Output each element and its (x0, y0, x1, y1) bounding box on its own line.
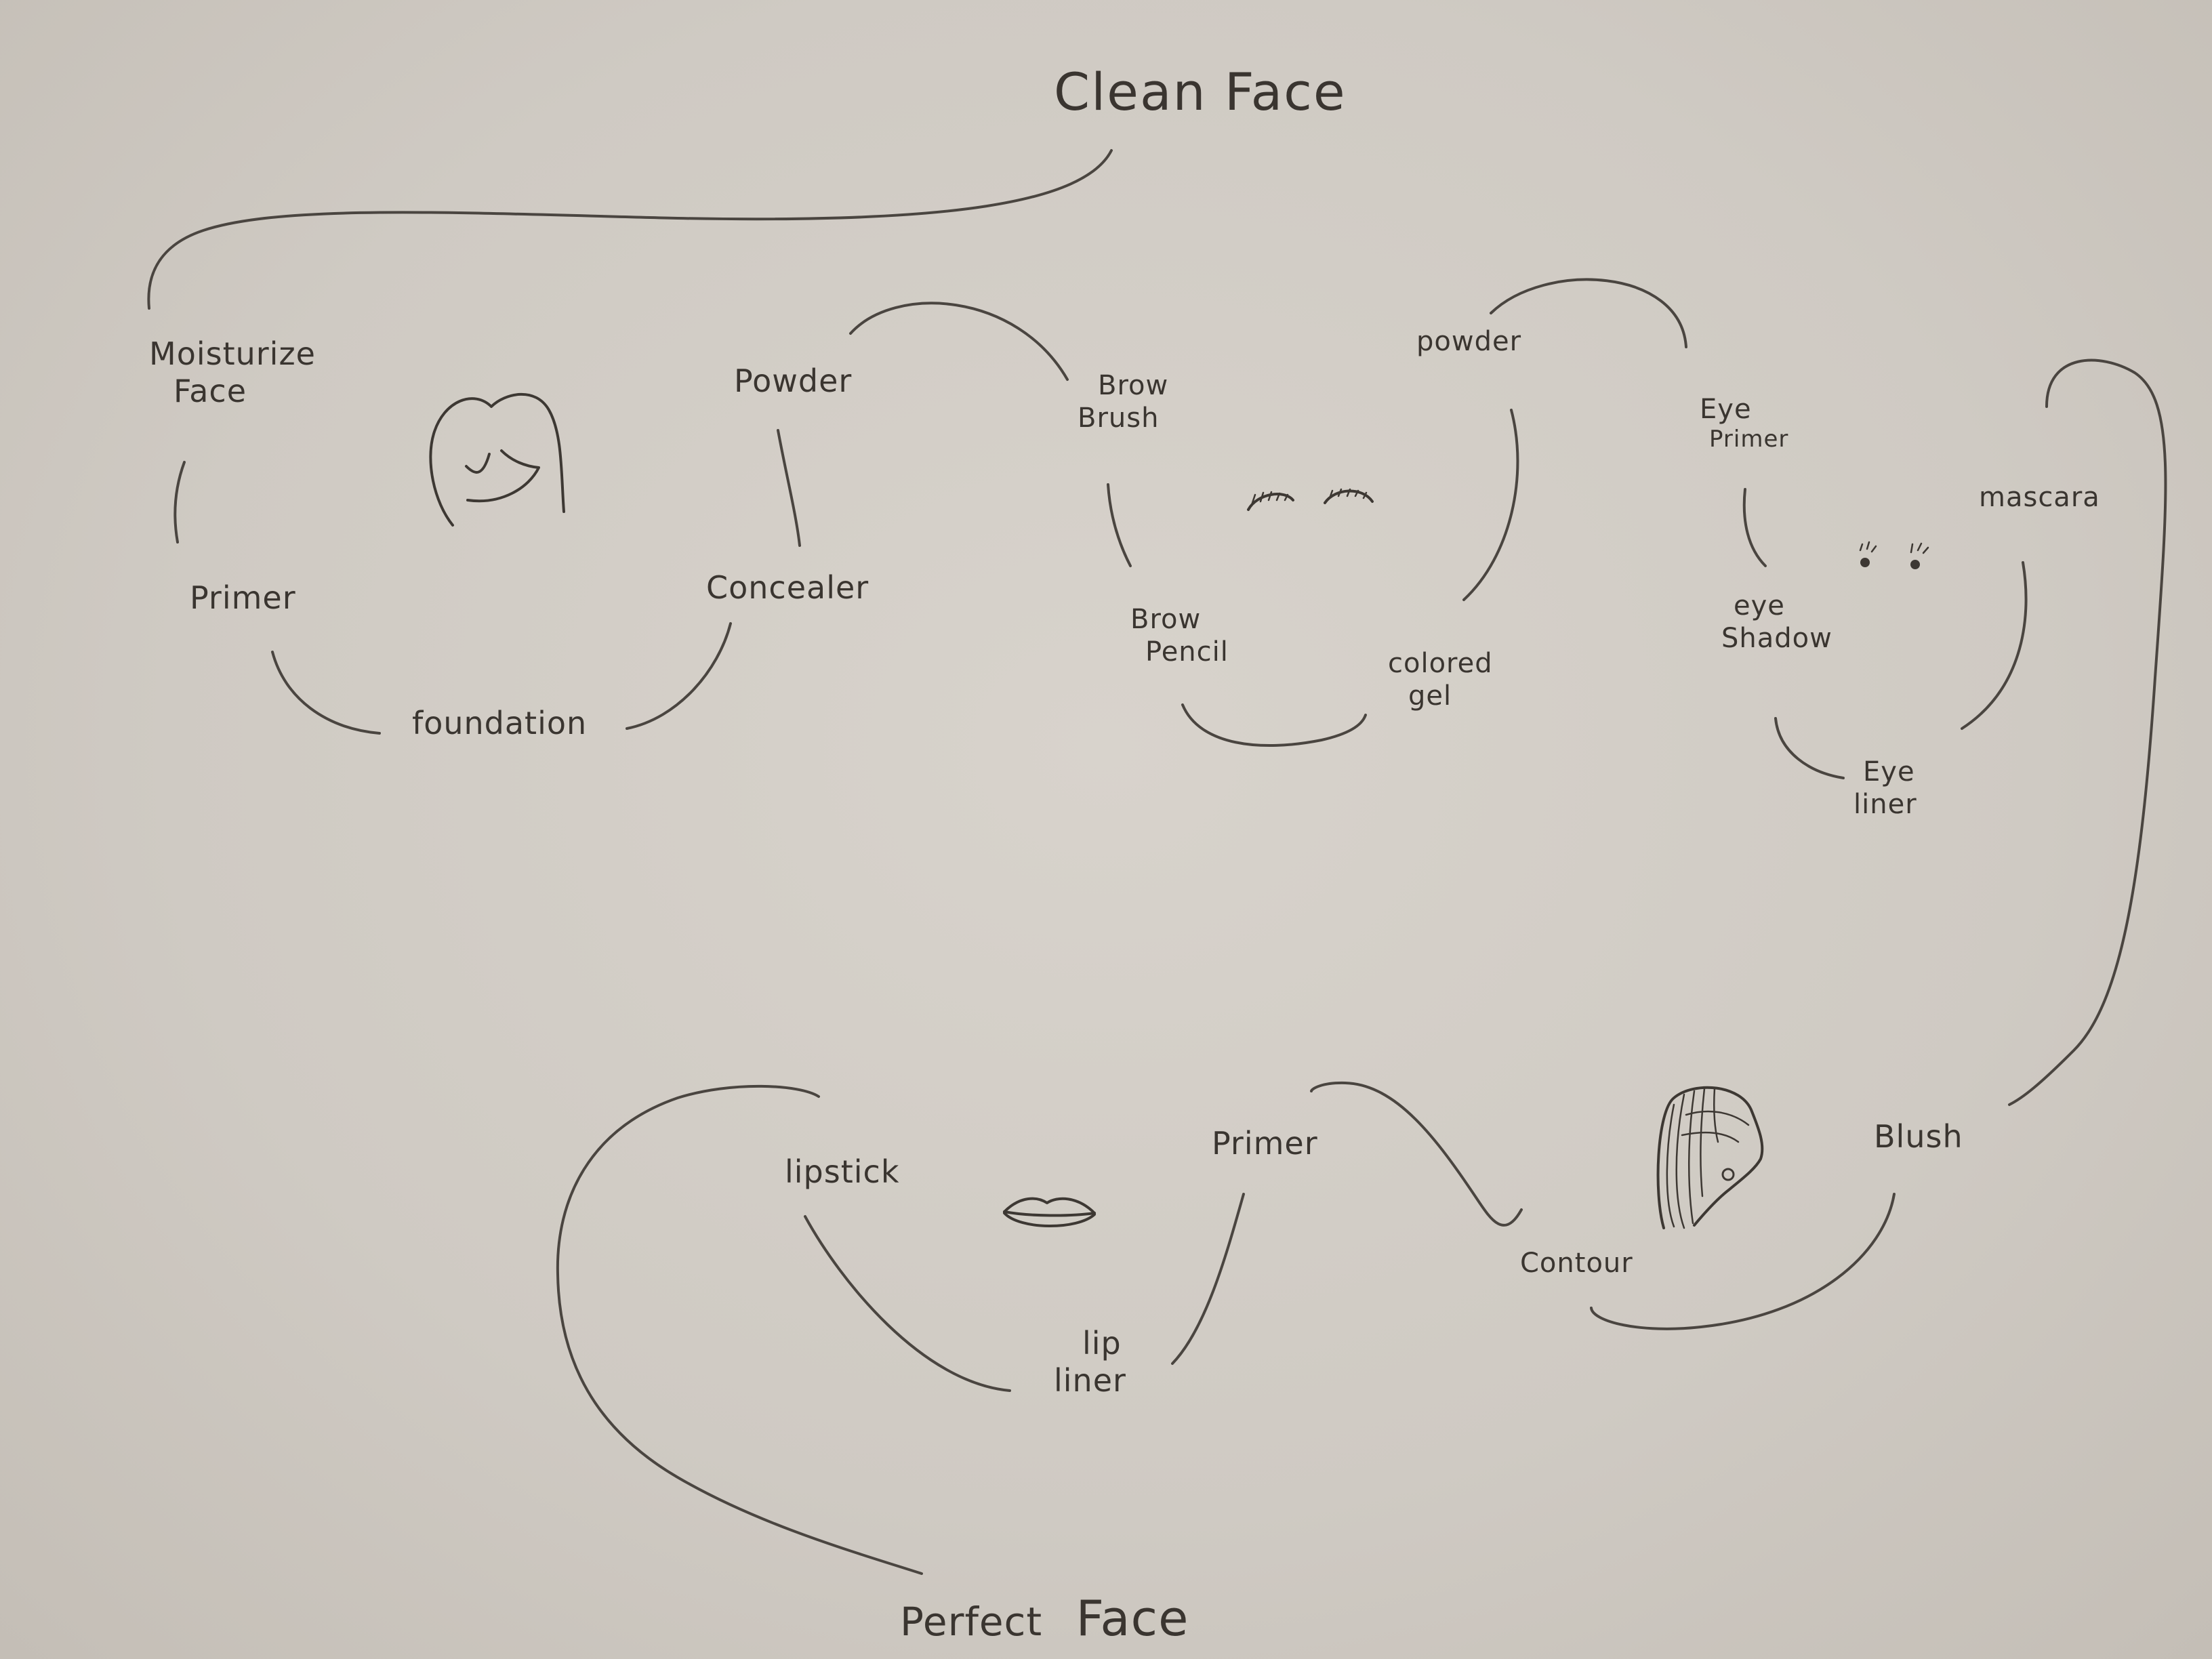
end-label: Perfect Face (900, 1589, 1189, 1647)
step-mascara: mascara (1979, 482, 2100, 513)
connector-perfect-face (556, 1084, 923, 1575)
step-lipstick: lipstick (785, 1153, 900, 1190)
connector-clean-face (147, 149, 1113, 310)
step-eye-liner: Eye liner (1853, 756, 1917, 820)
step-eye-shadow: eye Shadow (1721, 590, 1832, 654)
connector-brush-pencil (1107, 483, 1132, 567)
connector-gel-powder (1462, 409, 1519, 601)
connector-primer-shadow (1742, 488, 1767, 567)
step-colored-gel: colored gel (1388, 648, 1493, 712)
step-powder-brow: powder (1416, 326, 1522, 357)
step-primer-lip: Primer (1212, 1125, 1318, 1162)
profile-head-icon (1656, 1086, 1764, 1229)
connector-liner-mascara (1961, 561, 2028, 730)
step-brow-pencil: Brow Pencil (1130, 604, 1229, 668)
connector-lip-liner-lipstick (804, 1215, 1011, 1392)
step-moisturize-face: Moisturize Face (149, 335, 316, 410)
step-primer-face: Primer (190, 579, 296, 616)
end-label-suffix: Face (1076, 1590, 1189, 1647)
connector-primer-foundation (271, 651, 381, 735)
connector-moisturize-primer (173, 461, 186, 544)
eyebrows-icon (1247, 488, 1374, 511)
step-eye-primer: Eye Primer (1700, 394, 1789, 453)
connector-primer-lip-liner (1171, 1193, 1245, 1365)
step-blush: Blush (1874, 1118, 1963, 1155)
step-lip-liner: lip liner (1054, 1325, 1126, 1399)
step-contour: Contour (1520, 1248, 1633, 1279)
face-sketch-icon (429, 392, 565, 527)
connector-pencil-gel (1181, 703, 1367, 747)
step-concealer: Concealer (706, 569, 869, 606)
connector-powder-brow-brush (849, 302, 1069, 381)
connector-contour-primer (1310, 1081, 1523, 1227)
connector-mascara-blush (2008, 359, 2167, 1106)
end-label-prefix: Perfect (900, 1599, 1043, 1645)
connector-powder-eye-primer (1490, 278, 1687, 348)
connector-concealer-powder (777, 429, 801, 547)
lips-icon (1003, 1197, 1096, 1227)
step-brow-brush: Brow Brush (1078, 370, 1169, 434)
connector-foundation-concealer (626, 622, 732, 730)
step-powder-face: Powder (734, 363, 853, 399)
start-label: Clean Face (1054, 62, 1347, 122)
connector-blush-contour (1590, 1193, 1896, 1330)
connector-shadow-liner (1774, 717, 1845, 779)
step-foundation: foundation (412, 705, 588, 741)
eyes-icon (1859, 541, 1929, 569)
